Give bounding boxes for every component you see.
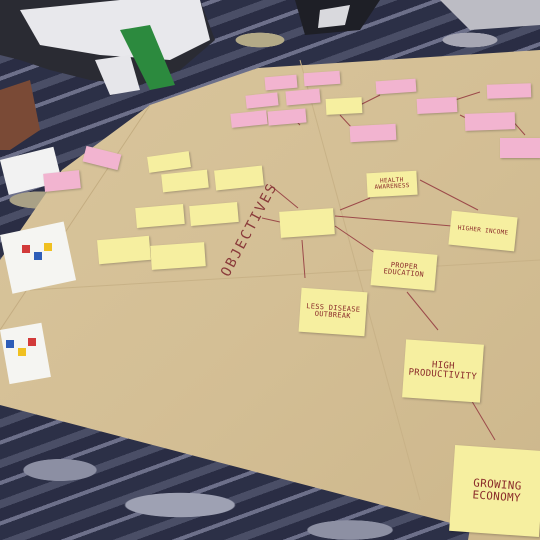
less-disease-outbreak-note: LESS DISEASE OUTBREAK xyxy=(298,287,368,337)
proper-education-note: PROPER EDUCATION xyxy=(370,249,438,291)
sticky-note xyxy=(189,201,239,227)
pink-sticky-note xyxy=(349,123,397,143)
pink-sticky-note xyxy=(500,138,540,158)
sticky-note xyxy=(279,208,335,238)
pink-sticky-note xyxy=(486,83,532,99)
pink-sticky-note xyxy=(375,78,417,95)
pink-sticky-note xyxy=(285,88,321,106)
health-awareness-note: HEALTH AWARENESS xyxy=(366,170,418,198)
pink-sticky-note xyxy=(416,96,458,115)
pink-sticky-note xyxy=(464,112,516,131)
pink-sticky-note xyxy=(264,74,298,91)
sticky-note xyxy=(97,235,151,265)
high-productivity-note: HIGH PRODUCTIVITY xyxy=(402,339,484,403)
growing-economy-note: GROWING ECONOMY xyxy=(449,444,540,538)
pink-sticky-note xyxy=(303,70,341,87)
higher-income-note: HIGHER INCOME xyxy=(448,210,518,252)
pink-sticky-note xyxy=(43,170,81,192)
sticky-note xyxy=(135,203,185,229)
sticky-note xyxy=(325,97,363,115)
sticky-note xyxy=(150,242,206,270)
